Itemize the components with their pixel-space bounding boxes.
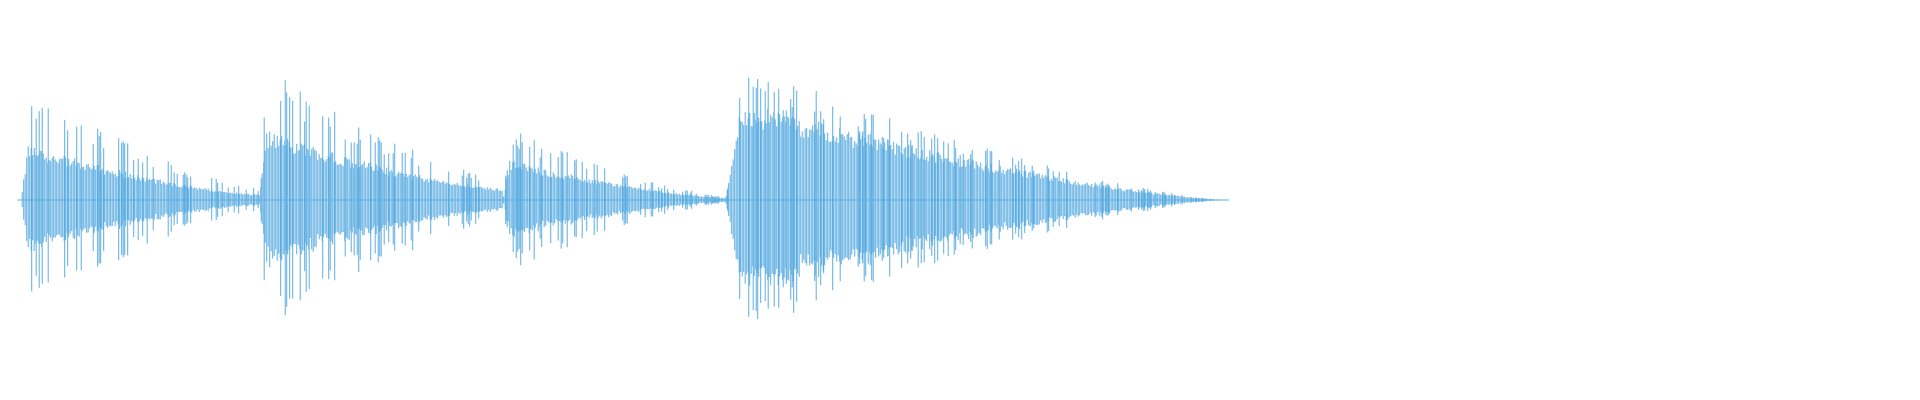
- waveform-samples: [21, 77, 1226, 320]
